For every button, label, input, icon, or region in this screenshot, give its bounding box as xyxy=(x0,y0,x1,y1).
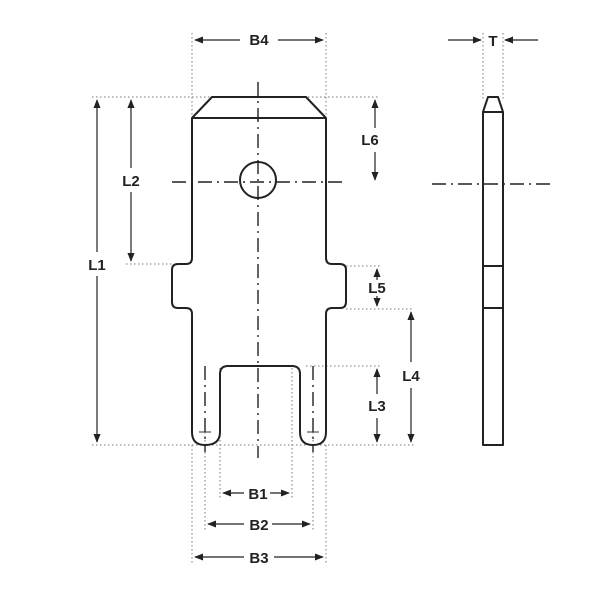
terminal-front-outline xyxy=(171,96,347,446)
dimension-b2: B2 xyxy=(207,517,311,534)
label-l6: L6 xyxy=(361,132,379,149)
label-b4: B4 xyxy=(249,32,269,49)
label-t: T xyxy=(488,33,497,50)
dimension-l5: L5 xyxy=(368,268,386,307)
extension-lines xyxy=(92,33,504,565)
dimension-l6: L6 xyxy=(361,99,379,181)
label-l5: L5 xyxy=(368,280,386,297)
label-b2: B2 xyxy=(249,517,268,534)
dimension-b3: B3 xyxy=(194,550,324,567)
dimension-l3: L3 xyxy=(368,368,386,443)
label-b3: B3 xyxy=(249,550,268,567)
dimension-l2: L2 xyxy=(122,99,140,262)
terminal-side-outline xyxy=(482,96,504,446)
label-b1: B1 xyxy=(248,486,267,503)
dimension-l1: L1 xyxy=(88,99,106,443)
dimension-t: T xyxy=(448,33,538,50)
dimension-b1: B1 xyxy=(222,486,290,503)
dimension-b4: B4 xyxy=(194,32,324,49)
label-l3: L3 xyxy=(368,398,386,415)
dimension-l4: L4 xyxy=(402,311,420,443)
label-l2: L2 xyxy=(122,173,140,190)
label-l1: L1 xyxy=(88,257,106,274)
label-l4: L4 xyxy=(402,368,420,385)
